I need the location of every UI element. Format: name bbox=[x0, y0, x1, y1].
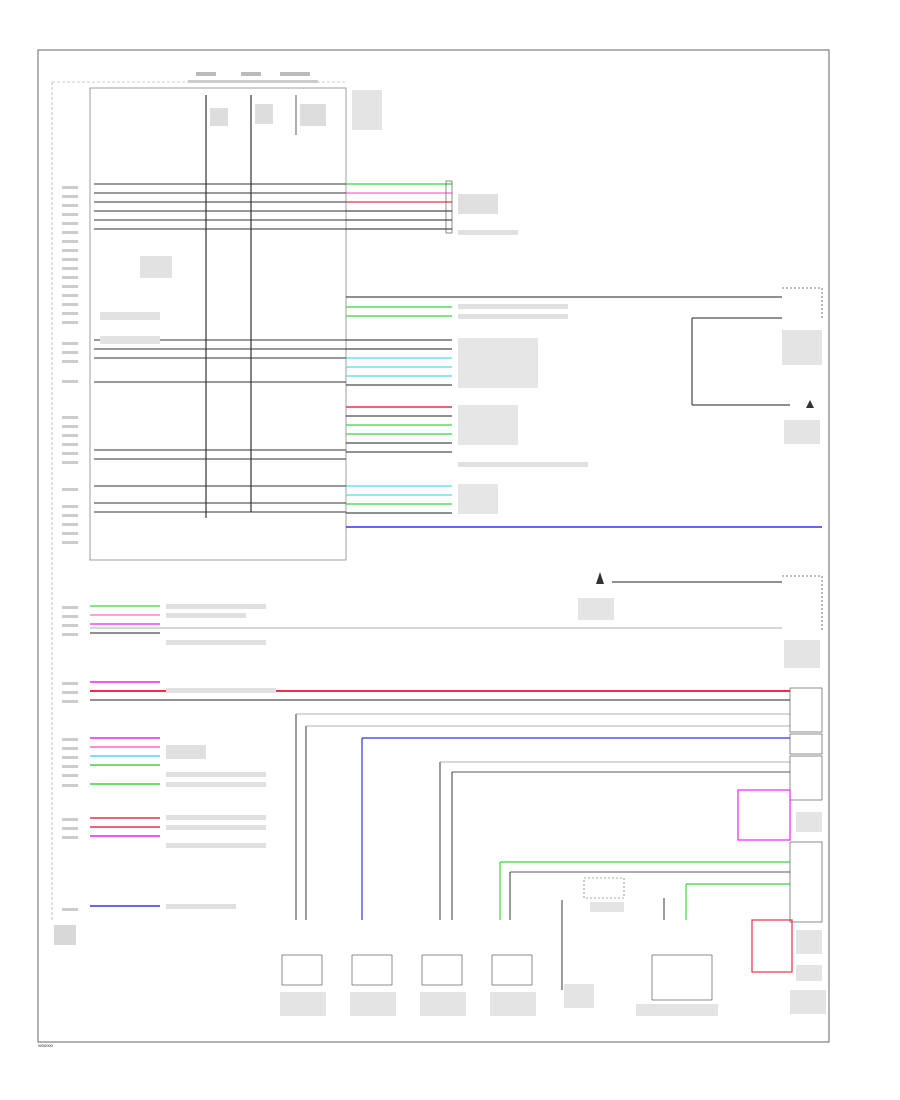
mid-bottom-switch bbox=[583, 877, 625, 912]
lower-connector-block-5 bbox=[90, 904, 236, 909]
module-label-a bbox=[210, 108, 228, 126]
lower-connector-block-2 bbox=[90, 681, 790, 701]
right-connector-stack bbox=[737, 687, 826, 1014]
ground-symbol-icon bbox=[806, 400, 814, 408]
connector-block-5 bbox=[346, 484, 822, 528]
right-top-component bbox=[691, 287, 823, 444]
header-label-row bbox=[188, 80, 318, 83]
connector-block-1 bbox=[346, 180, 518, 235]
ground-symbol-icon bbox=[596, 572, 604, 584]
sensor-3 bbox=[421, 954, 463, 986]
module-label-b bbox=[255, 104, 273, 124]
module-note-1 bbox=[140, 256, 172, 278]
sensor-4 bbox=[491, 954, 533, 986]
connector-block-3 bbox=[346, 338, 538, 388]
header-label-2 bbox=[241, 72, 261, 76]
bottom-feeders bbox=[295, 713, 790, 990]
header-label-3 bbox=[280, 72, 310, 76]
sensor-2 bbox=[351, 954, 393, 986]
lower-connector-block-3 bbox=[90, 737, 266, 787]
mid-switch-component bbox=[90, 572, 823, 668]
left-pin-labels bbox=[54, 186, 78, 945]
diagram-code: W00000 bbox=[38, 1043, 53, 1048]
sensor-1 bbox=[281, 954, 323, 986]
module-note-3 bbox=[100, 336, 160, 344]
diagram-frame bbox=[37, 49, 830, 1043]
junction-block bbox=[89, 87, 347, 561]
header-label-1 bbox=[196, 72, 216, 76]
bottom-sensors bbox=[280, 954, 718, 1016]
lower-connector-block-1 bbox=[90, 604, 266, 645]
connector-block-2 bbox=[346, 296, 782, 319]
sensor-5 bbox=[651, 954, 713, 1001]
module-note-2 bbox=[100, 312, 160, 320]
lower-connector-block-4 bbox=[90, 815, 266, 848]
connector-block-4 bbox=[346, 405, 588, 467]
module-label-d bbox=[352, 90, 382, 130]
module-wires-top bbox=[94, 183, 346, 513]
module-label-c bbox=[300, 104, 326, 126]
